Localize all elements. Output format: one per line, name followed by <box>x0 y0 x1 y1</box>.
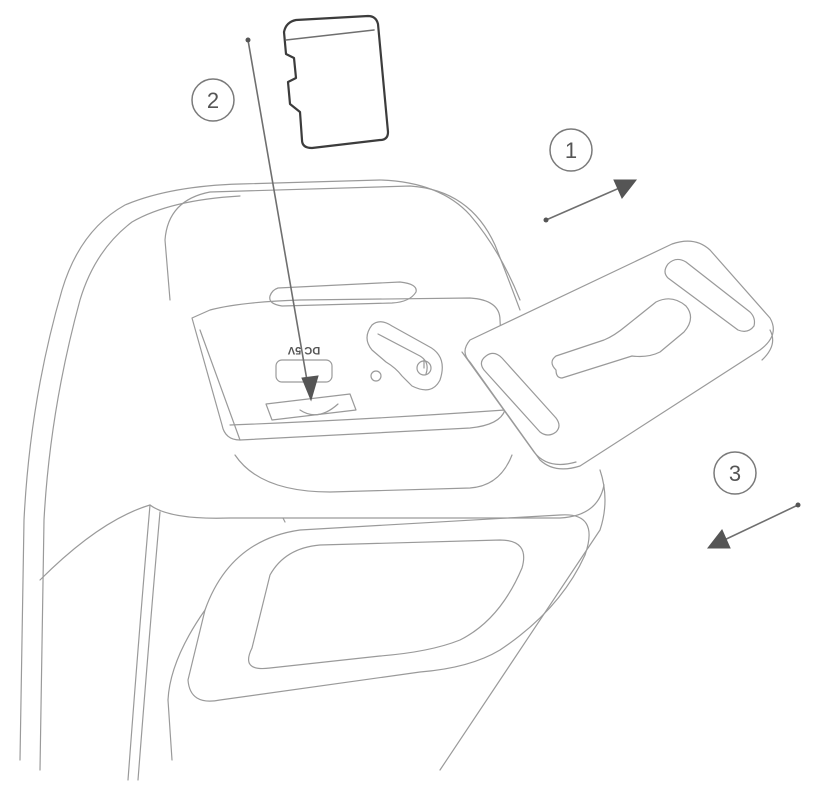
device-body <box>19 179 606 781</box>
dc-port-label: DC 5V <box>287 344 320 356</box>
step-number-3: 3 <box>729 461 741 486</box>
step-badge-2: 2 <box>191 78 235 122</box>
port-panel: DC 5V <box>164 185 521 493</box>
step-badge-3: 3 <box>713 451 757 495</box>
step-number-1: 1 <box>565 138 577 163</box>
power-button-icon <box>366 321 443 391</box>
open-arrow <box>543 179 638 223</box>
close-arrow <box>706 502 801 549</box>
rubber-cover <box>461 240 774 470</box>
insert-arrow <box>245 37 319 402</box>
reset-hole <box>370 370 382 382</box>
step-badge-1: 1 <box>549 128 593 172</box>
sd-card-slot <box>265 393 357 421</box>
step-number-2: 2 <box>207 88 219 113</box>
microsd-card-icon <box>282 14 390 150</box>
